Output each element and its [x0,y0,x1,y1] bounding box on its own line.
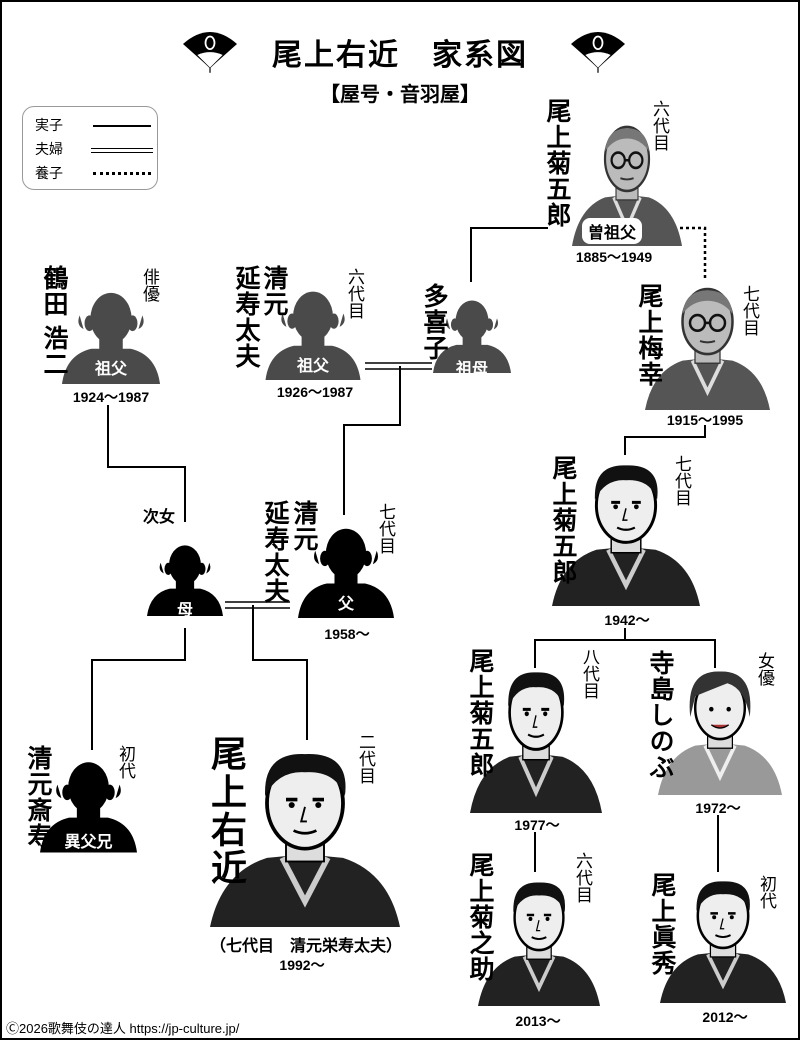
legend-adopted-label: 養子 [35,166,63,182]
dates: 1926〜1987 [276,384,354,400]
generation: 初代 [756,875,776,909]
name-family: 鶴田 [40,265,69,317]
line-adopted-baiko [680,226,707,278]
relation-label: 祖母 [455,359,488,378]
line-mother-saiju [91,628,186,750]
name: 尾上菊五郎 [549,455,578,585]
name-given: 浩二 [40,325,69,377]
legend-biological-label: 実子 [35,118,63,134]
generation: 六代目 [572,852,592,903]
dates: 1924〜1987 [72,389,150,405]
generation: 初代 [115,745,135,779]
generation: 八代目 [579,648,599,699]
line-kikugoro7-children [534,628,716,668]
line-grandparents-father [343,366,401,515]
name: 尾上菊五郎 [543,98,572,228]
line-tsuruta-mother [107,405,186,522]
dates: 1972〜 [695,800,741,816]
relation-label: 異父兄 [64,832,113,851]
relation-label: 祖父 [296,356,329,375]
relation-label: 祖父 [94,359,127,378]
legend-solid-line [93,125,151,127]
line-baiko-kikugoro7 [624,425,706,455]
dates: 1915〜1995 [666,412,744,428]
name: 多喜子 [420,283,449,361]
name-school: 清元 [260,265,289,317]
name-title: 延寿太夫 [261,500,290,604]
name: 清元斎寿 [24,745,53,849]
relation-label: 曽祖父 [582,218,643,244]
generation: 七代目 [671,455,691,506]
dates: 1992〜 [279,957,325,973]
generation: 六代目 [649,100,669,151]
legend-double-line [91,148,153,153]
dates: 1942〜 [604,612,650,628]
name: 尾上眞秀 [648,872,677,976]
dates: 2013〜 [515,1013,561,1029]
name-school: 清元 [290,500,319,552]
relation-label: 父 [337,594,354,613]
dates: 1977〜 [514,817,560,833]
legend-dotted-line [93,172,151,175]
name: 尾上右近 [205,735,247,887]
yago-subtitle: 【屋号・音羽屋】 [320,82,480,106]
name: 尾上菊之助 [466,852,495,982]
generation: 七代目 [739,285,759,336]
occupation: 俳優 [139,268,159,302]
page-title: 尾上右近 家系図 [272,38,528,73]
legend: 実子 夫婦 養子 [22,106,158,190]
line-married-parents [225,601,290,609]
name: 尾上菊五郎 [466,648,495,778]
occupation: 女優 [754,652,774,686]
name-title: 延寿太夫 [232,265,261,369]
generation: 二代目 [355,733,375,784]
name: 寺島しのぶ [646,650,675,780]
relation-label: 母 [176,600,193,619]
generation: 七代目 [375,503,395,554]
name: 尾上梅幸 [635,283,664,387]
copyright-footer: Ⓒ2026歌舞伎の達人 https://jp-culture.jp/ [6,1021,240,1036]
dates: 1885〜1949 [575,249,653,265]
legend-married-label: 夫婦 [35,142,63,158]
line-parents-ukon [252,605,308,740]
relation-detail: 次女 [143,507,176,526]
dates: 1958〜 [324,626,370,642]
line-married-grandparents [365,362,432,370]
line-kikugoro6-takiko [470,227,548,282]
dates: 2012〜 [702,1009,748,1025]
alternate-name: （七代目 清元栄寿太夫） [209,936,402,955]
generation: 六代目 [344,268,364,319]
